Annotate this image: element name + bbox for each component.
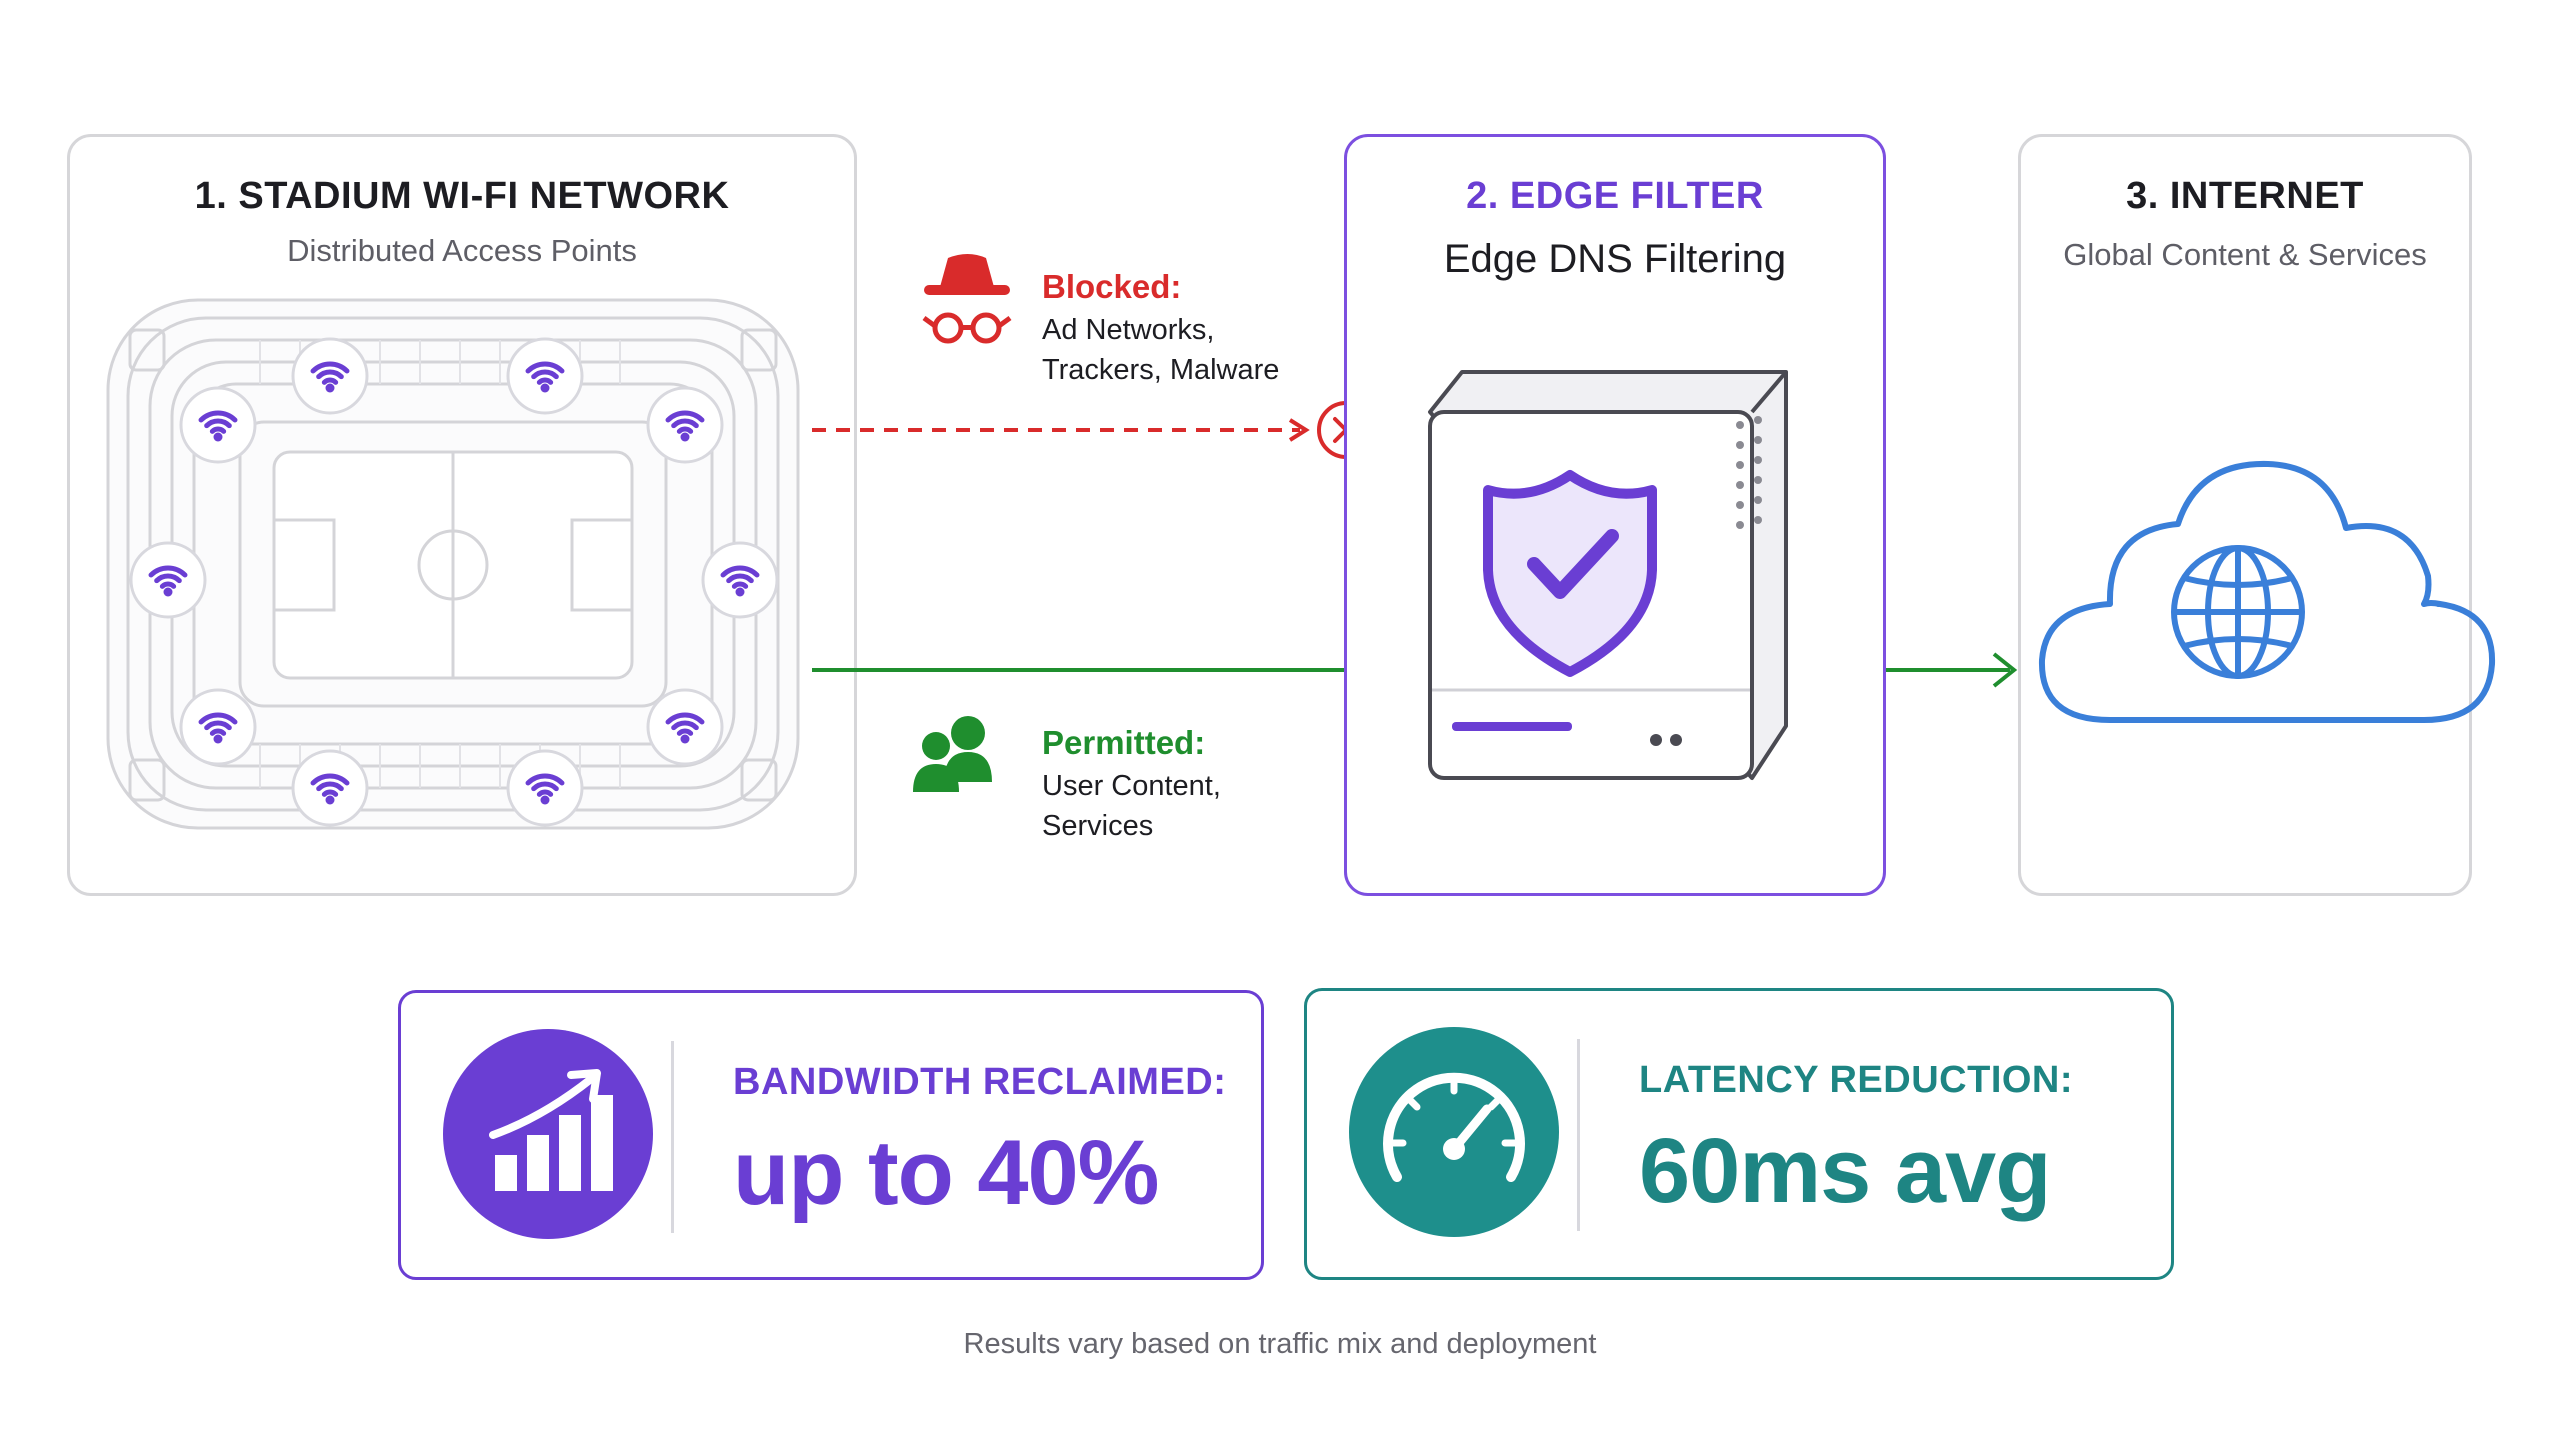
wifi-icon <box>506 749 584 827</box>
internet-title: 3. INTERNET <box>2126 175 2364 217</box>
latency-label: LATENCY REDUCTION: <box>1639 1059 2074 1101</box>
edge-filter-subtitle: Edge DNS Filtering <box>1443 237 1787 281</box>
blocked-label-line2: Trackers, Malware <box>1042 354 1280 386</box>
latency-stat-card: LATENCY REDUCTION: 60ms avg <box>1304 988 2174 1280</box>
wifi-icon <box>646 688 724 766</box>
blocked-label-title: Blocked: <box>1042 268 1182 305</box>
wifi-icon <box>291 749 369 827</box>
bar-chart-growth-icon <box>489 1069 613 1191</box>
internet-subtitle: Global Content & Services <box>2063 237 2427 272</box>
status-bar <box>1452 722 1572 731</box>
spy-icon <box>922 254 1012 344</box>
latency-icon-badge <box>1349 1027 1559 1237</box>
latency-value: 60ms avg <box>1639 1120 2051 1222</box>
blocked-traffic-arrowhead <box>1288 418 1310 442</box>
shield-check-icon <box>1483 470 1657 677</box>
stadium-structure <box>106 298 800 830</box>
bandwidth-value: up to 40% <box>733 1122 1159 1224</box>
bandwidth-label: BANDWIDTH RECLAIMED: <box>733 1061 1227 1103</box>
wifi-icon <box>179 688 257 766</box>
users-icon <box>913 716 992 792</box>
bandwidth-icon-badge <box>443 1029 653 1239</box>
bandwidth-stat-card: BANDWIDTH RECLAIMED: up to 40% <box>398 990 1264 1280</box>
wifi-icon <box>701 541 779 619</box>
wifi-icon <box>291 337 369 415</box>
wifi-icon <box>506 337 584 415</box>
vent-grille <box>1736 416 1762 529</box>
edge-filter-title: 2. EDGE FILTER <box>1466 175 1764 217</box>
permitted-label-line2: Services <box>1042 810 1154 842</box>
footnote: Results vary based on traffic mix and de… <box>963 1328 1597 1360</box>
latency-divider <box>1577 1039 1580 1231</box>
internet-traffic-arrowhead <box>1992 652 2018 688</box>
wifi-icon <box>646 386 724 464</box>
wifi-icon <box>129 541 207 619</box>
stadium-network-title: 1. STADIUM WI-FI NETWORK <box>194 175 730 217</box>
permitted-label-title: Permitted: <box>1042 724 1206 761</box>
speedometer-icon <box>1383 1072 1525 1182</box>
bandwidth-divider <box>671 1041 674 1233</box>
blocked-label-line1: Ad Networks, <box>1042 314 1215 346</box>
internet-panel: 3. INTERNET Global Content & Services <box>2018 134 2472 896</box>
stadium-network-subtitle: Distributed Access Points <box>287 233 637 268</box>
permitted-label-line1: User Content, <box>1042 770 1221 802</box>
wifi-icon <box>179 386 257 464</box>
